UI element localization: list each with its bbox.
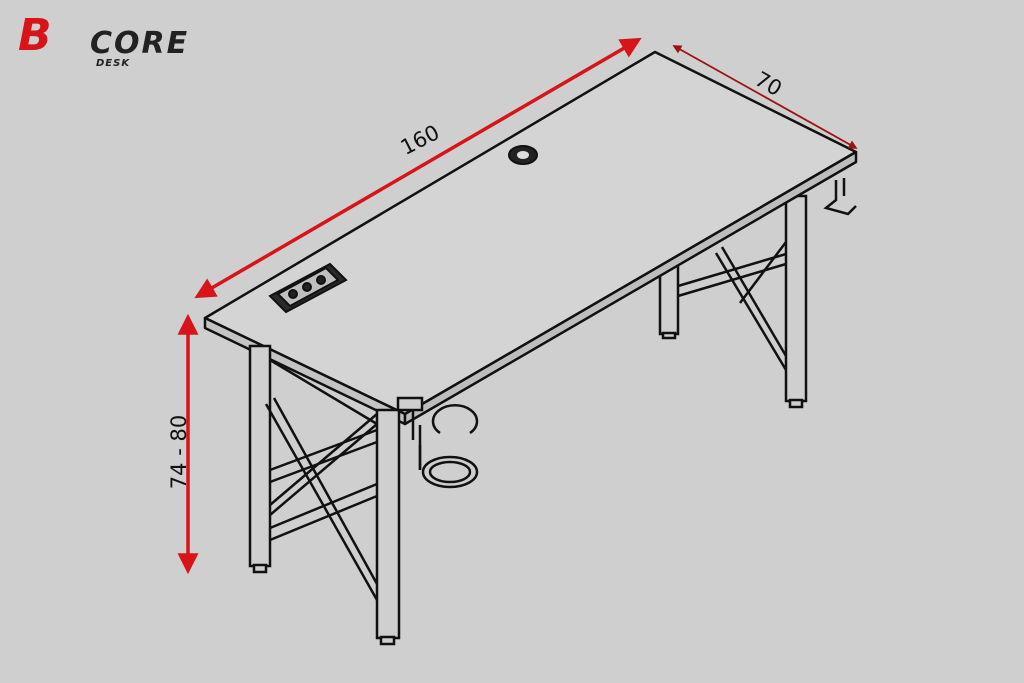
- logo-subtitle: DESK: [96, 58, 131, 69]
- logo-mark: B: [18, 10, 52, 61]
- tabletop: [203, 50, 858, 426]
- dimension-arrow-width: [672, 45, 858, 149]
- cup-holder: [396, 396, 479, 489]
- dimension-arrow-length: [194, 37, 642, 299]
- left-leg-frame: [248, 344, 401, 646]
- logo-word: CORE: [90, 26, 190, 61]
- brand-logo: B CORE DESK: [18, 10, 208, 76]
- headphone-hook: [823, 178, 857, 216]
- cable-grommet: [508, 145, 538, 165]
- dimension-height-label: 74 - 80: [167, 414, 192, 490]
